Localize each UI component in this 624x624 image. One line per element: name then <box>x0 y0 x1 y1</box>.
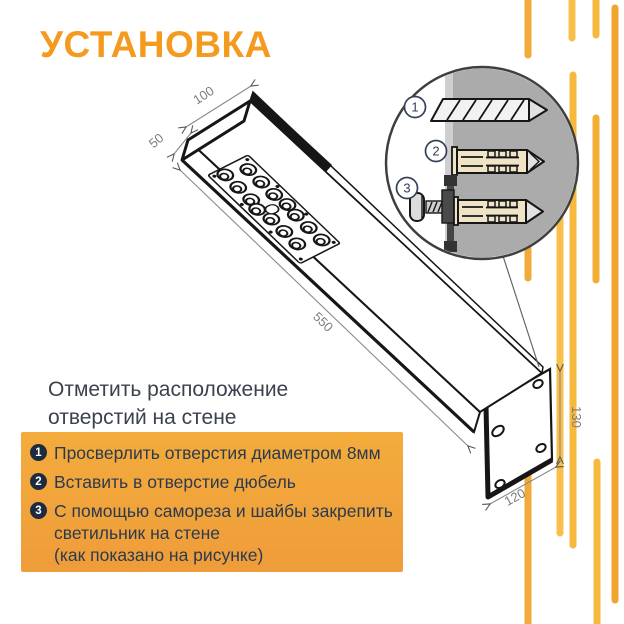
wall-face <box>445 68 453 258</box>
step-badge-1: 1 <box>30 444 47 461</box>
dim-label-50: 50 <box>146 130 167 151</box>
intro-text: Отметить расположение отверстий на стене <box>48 376 288 432</box>
inset-step-1: 1 <box>411 100 418 115</box>
steps-panel: 1 Просверлить отверстия диаметром 8мм 2 … <box>21 432 403 572</box>
step-text-2: Вставить в отверстие дюбель <box>54 472 296 492</box>
screw-assembly <box>409 175 544 252</box>
inset-step-markers: 1 2 3 <box>395 95 448 200</box>
dim-label-550: 550 <box>310 309 336 335</box>
washer <box>441 189 455 224</box>
inset-step-2: 2 <box>432 144 439 159</box>
top-edge-highlight <box>250 92 332 172</box>
step-text-3: С помощью самореза и шайбы закрепить све… <box>54 501 393 565</box>
cable-hole <box>491 424 505 438</box>
dimensions <box>174 86 560 504</box>
wall-fixing-inset: 1 2 3 <box>384 65 580 261</box>
inset-step-3: 3 <box>403 181 410 196</box>
step-badge-2: 2 <box>30 473 47 490</box>
drill-bit <box>430 98 548 122</box>
dim-line-50 <box>174 133 191 154</box>
inset-leader-line <box>502 255 540 368</box>
intro-line-2: отверстий на стене <box>48 406 237 429</box>
dowel <box>451 146 545 176</box>
dim-line-100 <box>186 86 251 127</box>
dim-line-120 <box>490 467 556 504</box>
page-title: УСТАНОВКА <box>40 24 272 65</box>
step-item-3: 3 С помощью самореза и шайбы закрепить с… <box>30 500 395 566</box>
dim-label-130: 130 <box>569 406 584 428</box>
dim-label-100: 100 <box>190 83 216 107</box>
dim-line-550 <box>180 170 468 446</box>
intro-line-1: Отметить расположение <box>48 378 289 401</box>
step-badge-3: 3 <box>30 502 47 519</box>
step-text-1: Просверлить отверстия диаметром 8мм <box>54 443 381 463</box>
step-item-1: 1 Просверлить отверстия диаметром 8мм <box>30 442 395 464</box>
step-item-2: 2 Вставить в отверстие дюбель <box>30 471 395 493</box>
